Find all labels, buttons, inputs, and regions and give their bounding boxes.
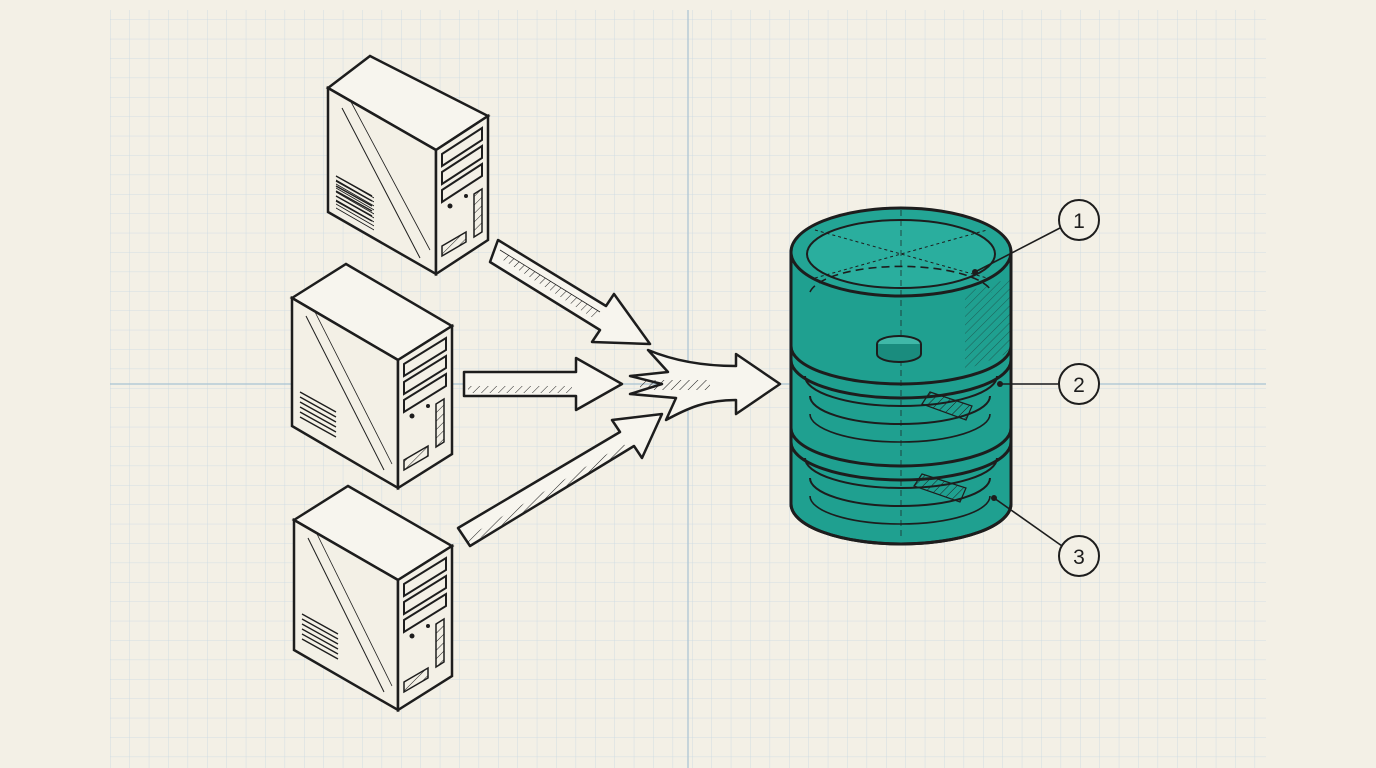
callout-2-label: 2: [1073, 374, 1085, 397]
server-tower-icon: [291, 484, 455, 713]
callout-2: 2: [997, 363, 1100, 405]
callout-3-label: 3: [1073, 546, 1085, 569]
callout-3: 3: [991, 495, 1100, 577]
server-tower-icon: [325, 54, 491, 277]
server-tower-icon: [289, 262, 455, 491]
arrow-server-3-to-hub: [456, 412, 664, 548]
arrow-server-1-to-hub: [488, 238, 652, 346]
callout-1-label: 1: [1073, 210, 1085, 233]
arrow-hub-to-database: [628, 348, 782, 422]
database-cylinder-icon: [789, 206, 1013, 546]
arrow-server-2-to-hub: [462, 356, 624, 412]
callout-1: 1: [972, 199, 1100, 275]
